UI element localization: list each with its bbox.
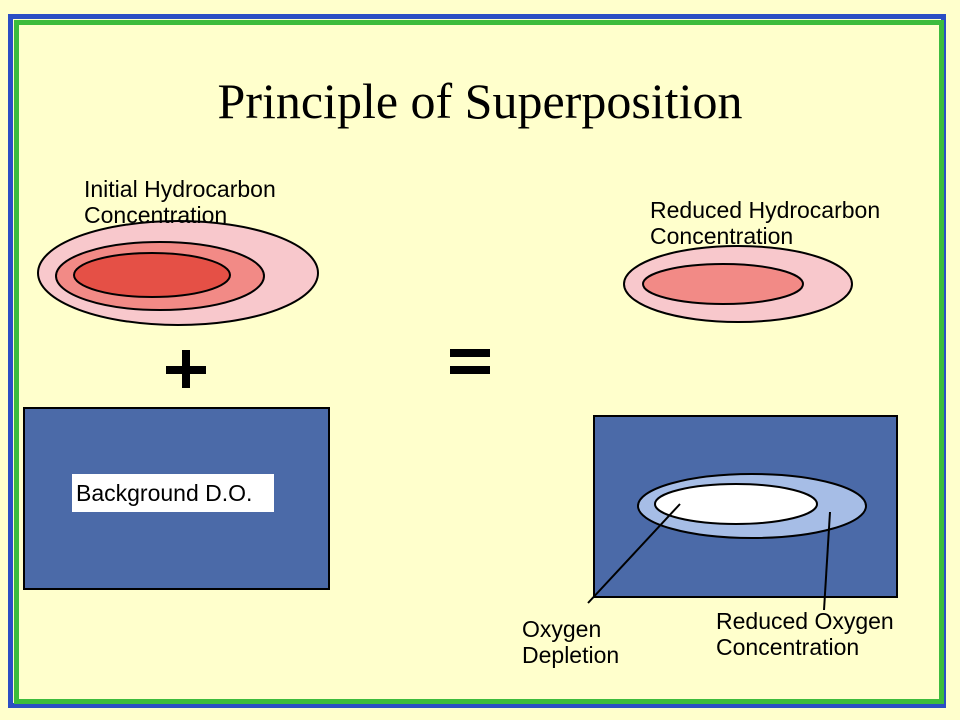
oxygen-depletion-label: Oxygen Depletion — [522, 616, 619, 668]
initial-hydrocarbon-label-line1: Initial Hydrocarbon — [84, 176, 276, 202]
equals-sign — [450, 349, 490, 374]
reduced-hydrocarbon-label-line1: Reduced Hydrocarbon — [650, 197, 881, 223]
reduced-oxygen-label-line1: Reduced Oxygen — [716, 608, 894, 634]
reduced-hydrocarbon-plume — [623, 245, 853, 323]
plus-sign — [166, 350, 206, 388]
reduced-hydrocarbon-label: Reduced Hydrocarbon Concentration — [650, 197, 880, 249]
reduced-oxygen-leader — [823, 511, 831, 611]
initial-hydrocarbon-label: Initial Hydrocarbon Concentration — [84, 176, 276, 228]
oxygen-depletion-label-line2: Depletion — [522, 642, 620, 668]
oxygen-depletion-leader — [587, 503, 681, 604]
reduced-oxygen-label: Reduced Oxygen Concentration — [716, 608, 894, 660]
initial-hydrocarbon-label-line2: Concentration — [84, 202, 228, 228]
oxygen-depletion-label-line1: Oxygen — [522, 616, 602, 642]
slide-border-inner — [14, 20, 944, 704]
background-do-label: Background D.O. — [72, 474, 274, 512]
reduced-hydrocarbon-label-line2: Concentration — [650, 223, 794, 249]
initial-plume-core — [73, 252, 231, 298]
slide-title: Principle of Superposition — [217, 73, 743, 129]
reduced-oxygen-label-line2: Concentration — [716, 634, 860, 660]
reduced-plume-core — [642, 263, 804, 305]
oxygen-depletion-zone — [654, 483, 818, 525]
initial-hydrocarbon-plume — [37, 220, 319, 326]
